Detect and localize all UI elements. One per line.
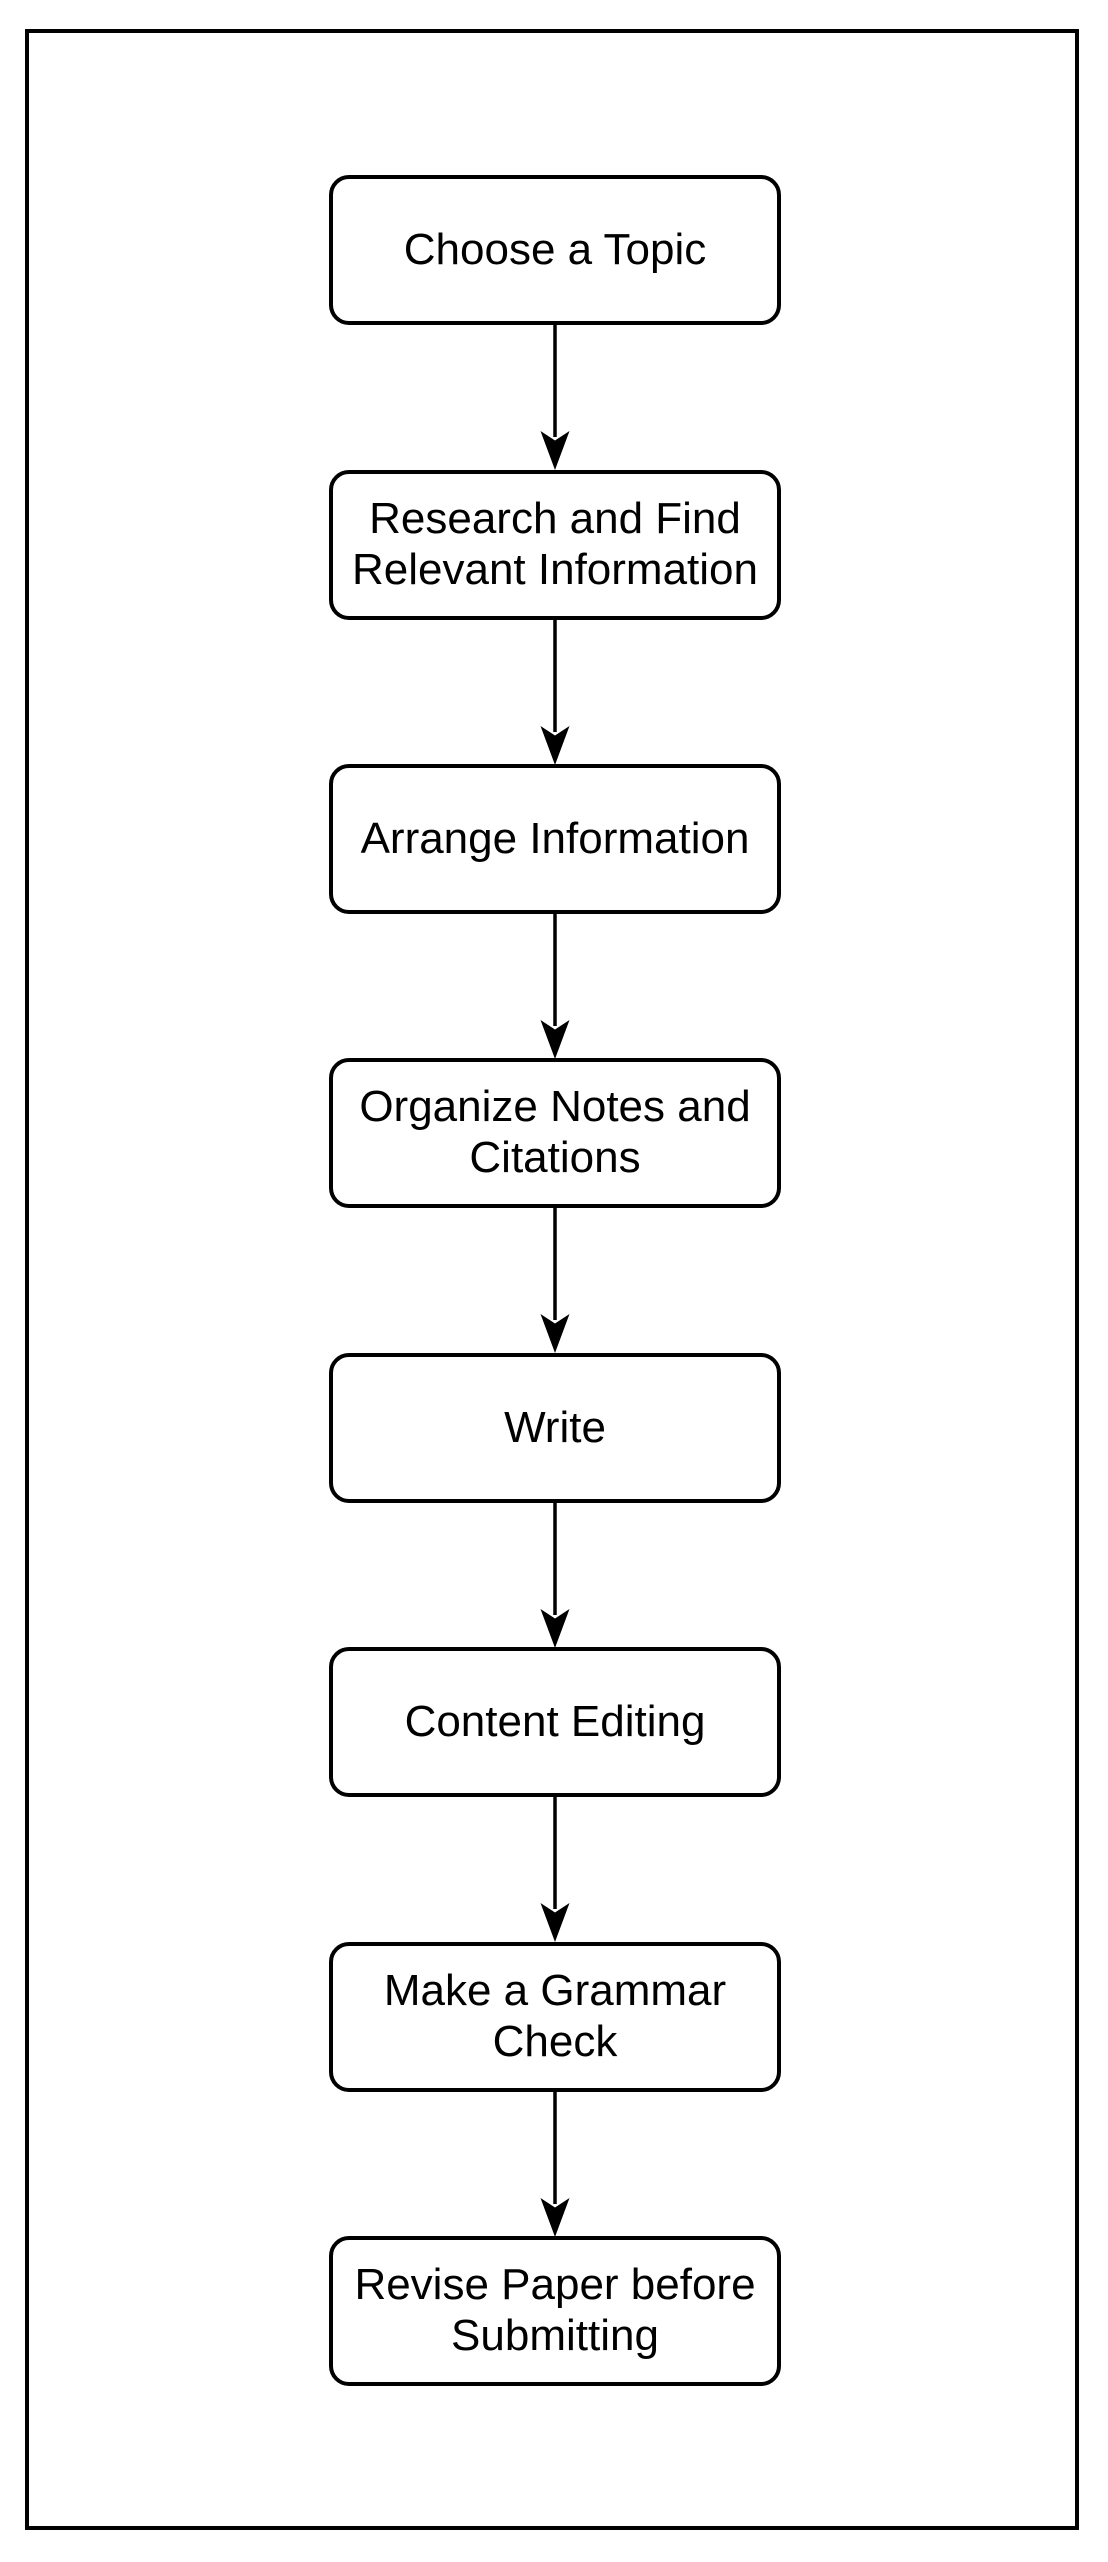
flow-step-label: Revise Paper before Submitting [354, 2260, 756, 2360]
flow-step-label: Organize Notes and Citations [359, 1082, 751, 1182]
flow-step-label: Arrange Information [360, 813, 750, 863]
flow-step-choose-topic: Choose a Topic [329, 175, 781, 325]
arrow-down-icon [540, 1503, 570, 1648]
flow-step-research-information: Research and Find Relevant Information [329, 470, 781, 620]
flow-step-label: Choose a Topic [403, 224, 707, 274]
flow-step-arrange-information: Arrange Information [329, 764, 781, 914]
flow-step-label: Content Editing [404, 1696, 706, 1746]
diagram-border-frame [25, 29, 1079, 2530]
arrow-down-icon [540, 2092, 570, 2237]
arrow-down-icon [540, 325, 570, 470]
flow-step-organize-notes-citations: Organize Notes and Citations [329, 1058, 781, 1208]
flow-step-label: Research and Find Relevant Information [352, 494, 758, 594]
arrow-down-icon [540, 1797, 570, 1942]
flow-step-label: Make a Grammar Check [383, 1966, 727, 2066]
arrow-down-icon [540, 914, 570, 1059]
flow-step-write: Write [329, 1353, 781, 1503]
flow-step-revise-paper: Revise Paper before Submitting [329, 2236, 781, 2386]
flow-step-content-editing: Content Editing [329, 1647, 781, 1797]
flow-step-label: Write [504, 1402, 606, 1452]
flow-step-grammar-check: Make a Grammar Check [329, 1942, 781, 2092]
arrow-down-icon [540, 620, 570, 765]
arrow-down-icon [540, 1208, 570, 1353]
